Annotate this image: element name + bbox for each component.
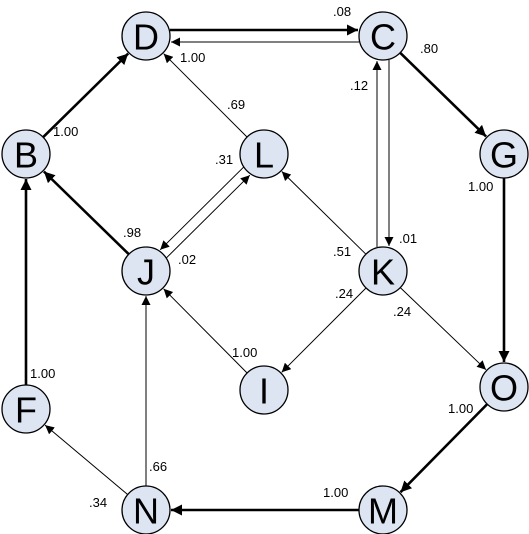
node-b: B bbox=[1, 129, 51, 179]
edge-weight-d-to-c: 1.00 bbox=[180, 50, 205, 65]
node-l: L bbox=[239, 129, 289, 179]
node-circle-f bbox=[1, 384, 51, 434]
edge-weight-l-to-j: .02 bbox=[178, 252, 196, 267]
node-circle-j bbox=[121, 246, 171, 296]
node-circle-c bbox=[358, 11, 408, 61]
node-circle-m bbox=[358, 485, 408, 534]
edge-j-to-b bbox=[42, 170, 130, 256]
node-f: F bbox=[1, 384, 51, 434]
edge-k-to-i bbox=[281, 287, 367, 373]
edge-weight-k-to-i: .24 bbox=[335, 286, 353, 301]
edge-weight-b-to-d: 1.00 bbox=[53, 124, 78, 139]
edge-b-to-d bbox=[42, 52, 130, 139]
edge-weight-m-to-n: 1.00 bbox=[323, 485, 348, 500]
edge-weight-c-to-k: .12 bbox=[350, 78, 368, 93]
node-c: C bbox=[358, 11, 408, 61]
node-i: I bbox=[239, 365, 289, 415]
edge-o-to-m bbox=[399, 403, 489, 494]
edge-n-to-f bbox=[44, 424, 128, 495]
node-label-l: L bbox=[254, 135, 274, 176]
node-label-j: J bbox=[137, 252, 155, 293]
edge-c-to-g bbox=[399, 51, 488, 138]
edge-weight-i-to-j: 1.00 bbox=[232, 345, 257, 360]
edge-weight-f-to-b: 1.00 bbox=[30, 366, 55, 381]
node-label-i: I bbox=[259, 371, 269, 412]
node-o: O bbox=[479, 362, 529, 412]
edge-weight-k-to-c: .01 bbox=[399, 231, 417, 246]
edge-j-to-l bbox=[166, 174, 251, 259]
edge-i-to-j bbox=[163, 288, 248, 374]
edge-weight-k-to-o: .24 bbox=[393, 304, 411, 319]
node-circle-i bbox=[239, 365, 289, 415]
node-label-m: M bbox=[368, 491, 398, 532]
node-circle-d bbox=[121, 11, 171, 61]
node-label-n: N bbox=[133, 491, 159, 532]
node-m: M bbox=[358, 485, 408, 534]
node-circle-n bbox=[121, 485, 171, 534]
edge-weight-j-to-b: .98 bbox=[123, 225, 141, 240]
node-circle-o bbox=[479, 362, 529, 412]
node-circle-l bbox=[239, 129, 289, 179]
edge-l-to-j bbox=[159, 166, 244, 251]
node-circle-b bbox=[1, 129, 51, 179]
node-label-c: C bbox=[370, 17, 396, 58]
edge-l-to-d bbox=[163, 53, 248, 138]
edge-weight-c-to-d: .08 bbox=[333, 4, 351, 19]
edge-weight-l-to-d: .69 bbox=[227, 97, 245, 112]
edge-weight-c-to-g: .80 bbox=[420, 41, 438, 56]
edge-k-to-l bbox=[281, 171, 367, 255]
node-circle-g bbox=[479, 129, 529, 179]
node-label-o: O bbox=[490, 368, 518, 409]
node-label-d: D bbox=[133, 17, 159, 58]
node-n: N bbox=[121, 485, 171, 534]
edge-weight-g-to-o: 1.00 bbox=[468, 179, 493, 194]
node-label-k: K bbox=[371, 252, 395, 293]
edge-weight-j-to-l: .31 bbox=[215, 152, 233, 167]
edge-weight-n-to-f: .34 bbox=[89, 495, 107, 510]
node-j: J bbox=[121, 246, 171, 296]
node-g: G bbox=[479, 129, 529, 179]
edge-weight-o-to-m: 1.00 bbox=[448, 401, 473, 416]
node-label-g: G bbox=[490, 135, 518, 176]
node-d: D bbox=[121, 11, 171, 61]
node-label-f: F bbox=[15, 390, 37, 431]
edge-weight-n-to-j: .66 bbox=[149, 459, 167, 474]
node-label-b: B bbox=[14, 135, 38, 176]
node-k: K bbox=[358, 246, 408, 296]
edge-k-to-o bbox=[399, 287, 487, 371]
node-circle-k bbox=[358, 246, 408, 296]
edge-weight-k-to-l: .51 bbox=[333, 244, 351, 259]
